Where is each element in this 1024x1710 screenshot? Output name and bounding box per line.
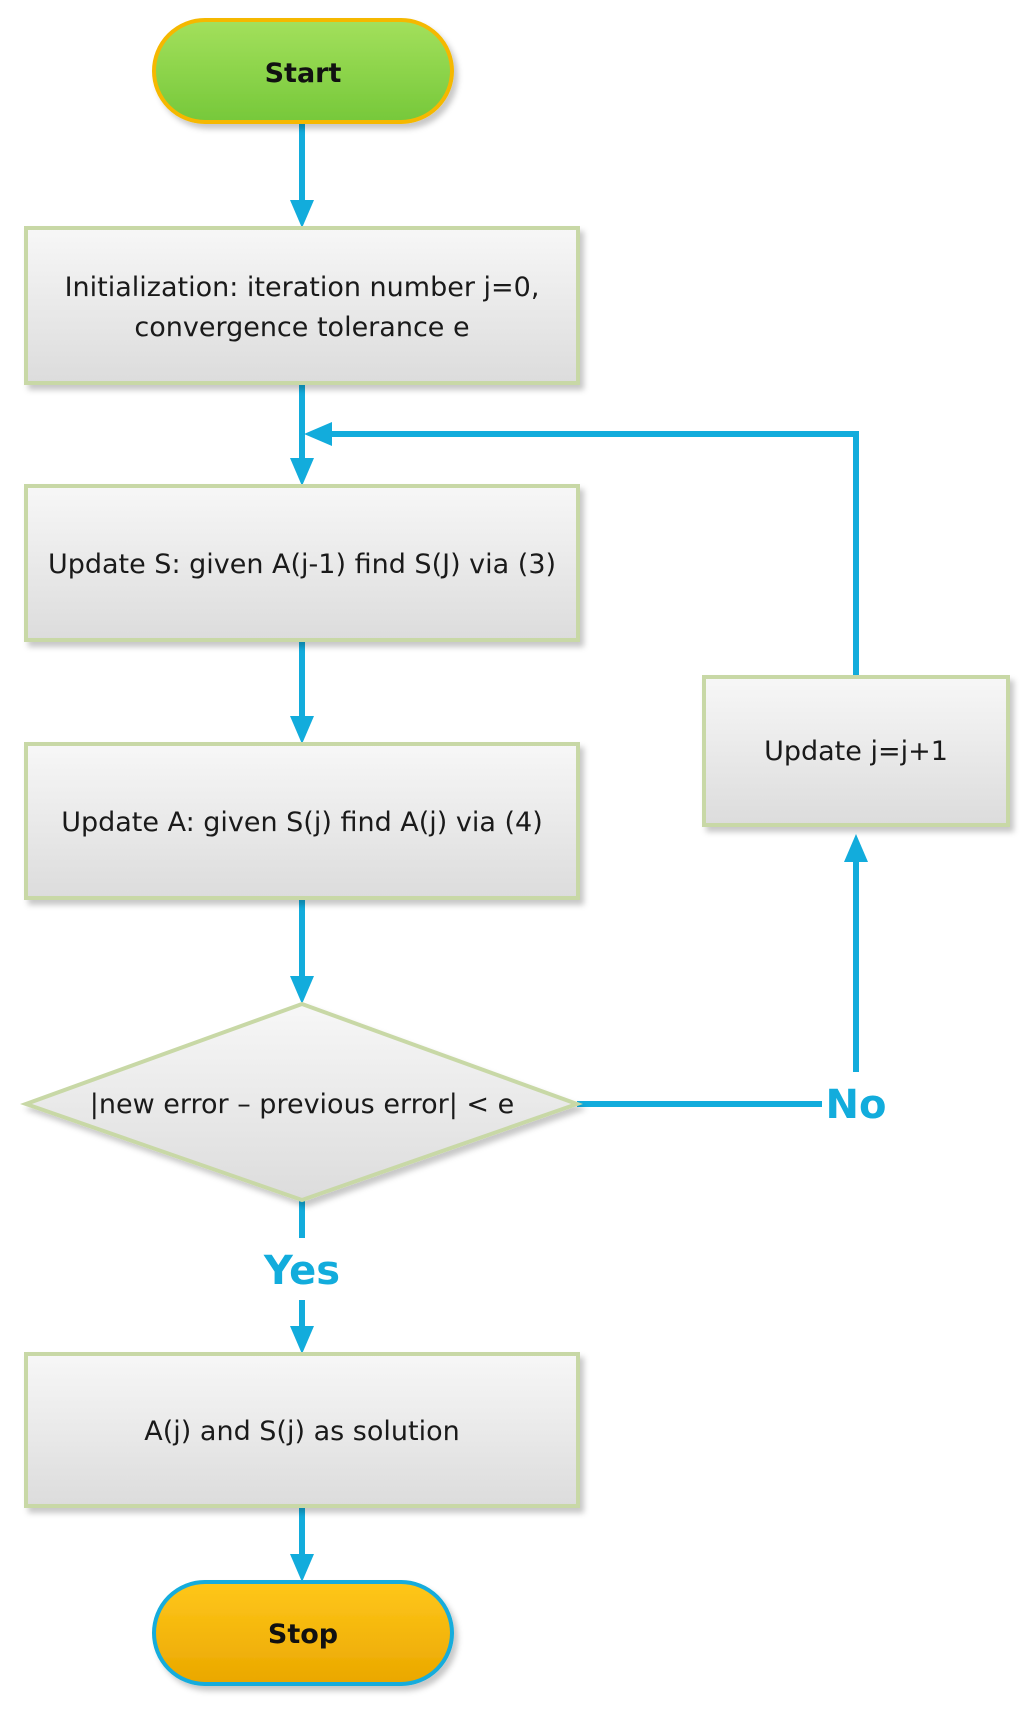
arrowhead-icon (290, 458, 314, 486)
decision-label: |new error – previous error| < e (90, 1089, 514, 1120)
yes-label: Yes (263, 1248, 340, 1294)
stop-terminal: Stop (152, 1580, 454, 1686)
arrowhead-icon (304, 422, 332, 446)
init-label-line1: Initialization: iteration number j=0, (65, 272, 540, 303)
update-s-label: Update S: given A(j-1) find S(J) via (3) (48, 549, 556, 580)
arrowhead-icon (290, 976, 314, 1004)
arrowhead-icon (844, 834, 868, 862)
stop-label: Stop (268, 1619, 338, 1650)
arrowhead-icon (290, 1554, 314, 1582)
connectors (290, 122, 868, 1582)
update-a-box: Update A: given S(j) find A(j) via (4) (24, 742, 580, 900)
solution-box: A(j) and S(j) as solution (24, 1352, 580, 1508)
solution-label: A(j) and S(j) as solution (144, 1416, 459, 1447)
no-label: No (826, 1082, 887, 1128)
update-j-label: Update j=j+1 (764, 736, 948, 767)
update-a-label: Update A: given S(j) find A(j) via (4) (61, 807, 543, 838)
init-label-line2: convergence tolerance e (134, 312, 469, 343)
arrowhead-icon (290, 716, 314, 744)
update-j-box: Update j=j+1 (702, 675, 1010, 827)
decision-diamond: |new error – previous error| < e (20, 1001, 583, 1203)
init-box: Initialization: iteration number j=0, co… (24, 226, 580, 385)
update-s-box: Update S: given A(j-1) find S(J) via (3) (24, 484, 580, 642)
start-terminal: Start (152, 18, 454, 124)
arrow-update-j-loop-back (324, 431, 859, 677)
arrowhead-icon (290, 200, 314, 228)
arrowhead-icon (290, 1326, 314, 1354)
start-label: Start (265, 58, 342, 89)
